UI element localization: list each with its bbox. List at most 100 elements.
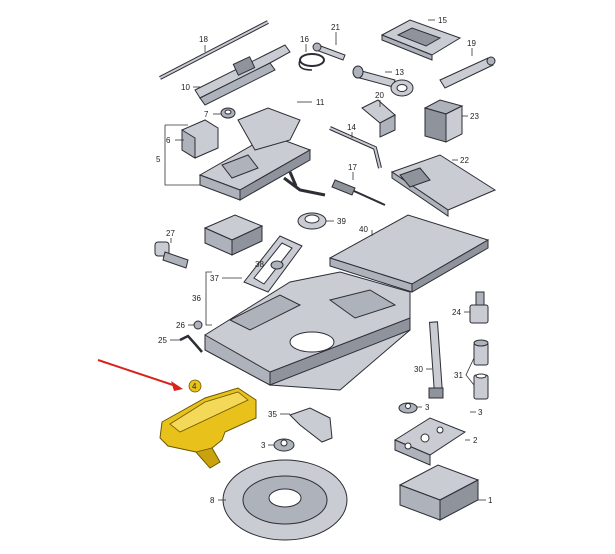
callout-21[interactable]: 21 [331,23,340,45]
part-2-bracket [393,417,467,466]
callout-3-c[interactable]: 3 [470,408,483,417]
svg-text:23: 23 [470,112,479,121]
part-18-rod [159,20,269,80]
callout-30[interactable]: 30 [414,365,432,374]
part-23-box [423,99,464,143]
svg-text:3: 3 [478,408,483,417]
svg-text:3: 3 [261,441,266,450]
svg-text:3: 3 [425,403,430,412]
part-26-pin [193,320,203,330]
svg-text:14: 14 [347,123,356,132]
part-25-clip [179,334,203,353]
svg-text:10: 10 [181,83,190,92]
callout-6[interactable]: 6 [166,136,184,145]
part-27-connector [154,241,189,269]
callout-15[interactable]: 15 [428,16,447,25]
callout-16[interactable]: 16 [300,35,309,52]
part-24-bolt [469,291,489,324]
part-10-jack [194,44,291,106]
part-35-cover [289,407,333,443]
callout-36[interactable]: 36 [192,271,212,326]
svg-text:22: 22 [460,156,469,165]
svg-text:35: 35 [268,410,277,419]
red-arrow-icon [97,359,183,391]
callout-1[interactable]: 1 [478,496,493,505]
svg-text:13: 13 [395,68,404,77]
svg-text:8: 8 [210,496,215,505]
callout-19[interactable]: 19 [467,39,476,56]
svg-text:6: 6 [166,136,171,145]
svg-text:5: 5 [156,155,161,164]
part-8-round-tray [222,459,348,541]
callout-18[interactable]: 18 [199,35,208,52]
part-1-tray [398,464,480,521]
part-20-bracket [361,99,396,138]
part-5-tray [198,107,312,201]
svg-text:37: 37 [210,274,219,283]
callout-26[interactable]: 26 [176,321,194,330]
svg-text:26: 26 [176,321,185,330]
callout-14[interactable]: 14 [347,123,356,138]
callout-39[interactable]: 39 [326,217,346,226]
svg-text:40: 40 [359,225,368,234]
part-21-pin [312,42,346,61]
part-4-highlighted [159,387,257,469]
part-15-plate [380,19,462,61]
callout-5[interactable]: 5 [156,124,200,186]
callout-17[interactable]: 17 [348,163,357,180]
callout-4[interactable]: 4 [188,379,202,393]
svg-text:27: 27 [166,229,175,238]
svg-text:24: 24 [452,308,461,317]
svg-text:11: 11 [316,98,325,107]
svg-text:4: 4 [192,382,197,391]
callout-37[interactable]: 37 [210,274,242,283]
part-3-wingnut-upper [398,402,418,414]
callout-38[interactable]: 38 [255,260,264,269]
callout-3-b[interactable]: 3 [261,441,274,450]
callout-11[interactable]: 11 [297,98,325,107]
svg-text:20: 20 [375,91,384,100]
part-7-nut [220,107,236,119]
part-22-cover [390,154,497,217]
part-17-screwdriver [331,179,386,206]
part-6-bracket [181,119,219,159]
part-36-tub [204,271,411,391]
callout-35[interactable]: 35 [268,410,290,419]
callout-25[interactable]: 25 [158,336,180,345]
part-compressor-box [203,214,264,256]
svg-text:7: 7 [204,110,209,119]
part-19-bar [439,56,496,89]
callout-7[interactable]: 7 [204,110,221,119]
part-39-cap [297,212,327,230]
callout-2[interactable]: 2 [465,436,478,445]
svg-text:39: 39 [337,217,346,226]
callout-8[interactable]: 8 [210,496,226,505]
callout-23[interactable]: 23 [462,112,479,121]
part-14-wrench [329,126,382,169]
callout-20[interactable]: 20 [375,91,384,107]
svg-text:31: 31 [454,371,463,380]
callout-40[interactable]: 40 [359,225,373,236]
callout-10[interactable]: 10 [181,83,200,92]
callout-27[interactable]: 27 [166,229,175,243]
svg-text:16: 16 [300,35,309,44]
svg-text:2: 2 [473,436,478,445]
part-3-wingnut-lower [273,438,295,452]
part-30-bolt [428,321,444,399]
svg-text:30: 30 [414,365,423,374]
svg-text:17: 17 [348,163,357,172]
svg-text:36: 36 [192,294,201,303]
callout-31[interactable]: 31 [454,357,475,386]
callout-13[interactable]: 13 [385,68,404,77]
svg-text:15: 15 [438,16,447,25]
part-38-nut [270,260,284,270]
part-13-towing-eye [352,65,414,97]
svg-text:25: 25 [158,336,167,345]
callout-24[interactable]: 24 [452,308,470,317]
svg-text:1: 1 [488,496,493,505]
part-16-clip [298,53,325,71]
callout-22[interactable]: 22 [452,156,469,165]
callout-3-a[interactable]: 3 [417,403,430,412]
highlight-part-body [159,387,257,469]
